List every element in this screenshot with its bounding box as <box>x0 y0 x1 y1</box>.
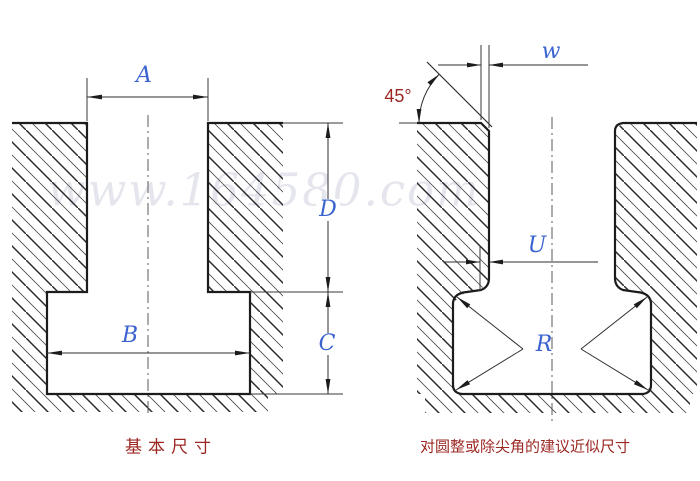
left-figure-caption: 基本尺寸 <box>125 437 217 458</box>
left-figure-dimension-lines <box>47 96 329 394</box>
dim-label-w: w <box>541 39 561 64</box>
dim-label-r: R <box>535 332 553 357</box>
r-radius-leaders <box>455 296 649 391</box>
left-figure-arrowheads <box>47 94 331 394</box>
angle-label-45: 45° <box>384 86 412 106</box>
dim-label-u: U <box>527 233 547 258</box>
right-figure-hatching <box>417 123 697 413</box>
right-figure-caption: 对圆整或除尖角的建议近似尺寸 <box>419 437 631 456</box>
left-figure-outline <box>12 121 283 396</box>
u-dimension <box>444 246 598 291</box>
dim-label-a: A <box>136 63 152 88</box>
dim-label-c: C <box>315 333 339 355</box>
dim-label-d: D <box>316 199 340 221</box>
left-figure-hatching <box>12 123 283 412</box>
left-figure <box>12 78 343 413</box>
right-figure-outline <box>417 121 697 396</box>
right-figure <box>399 45 697 424</box>
w-dimension <box>438 45 588 128</box>
dim-label-b: B <box>121 323 139 348</box>
